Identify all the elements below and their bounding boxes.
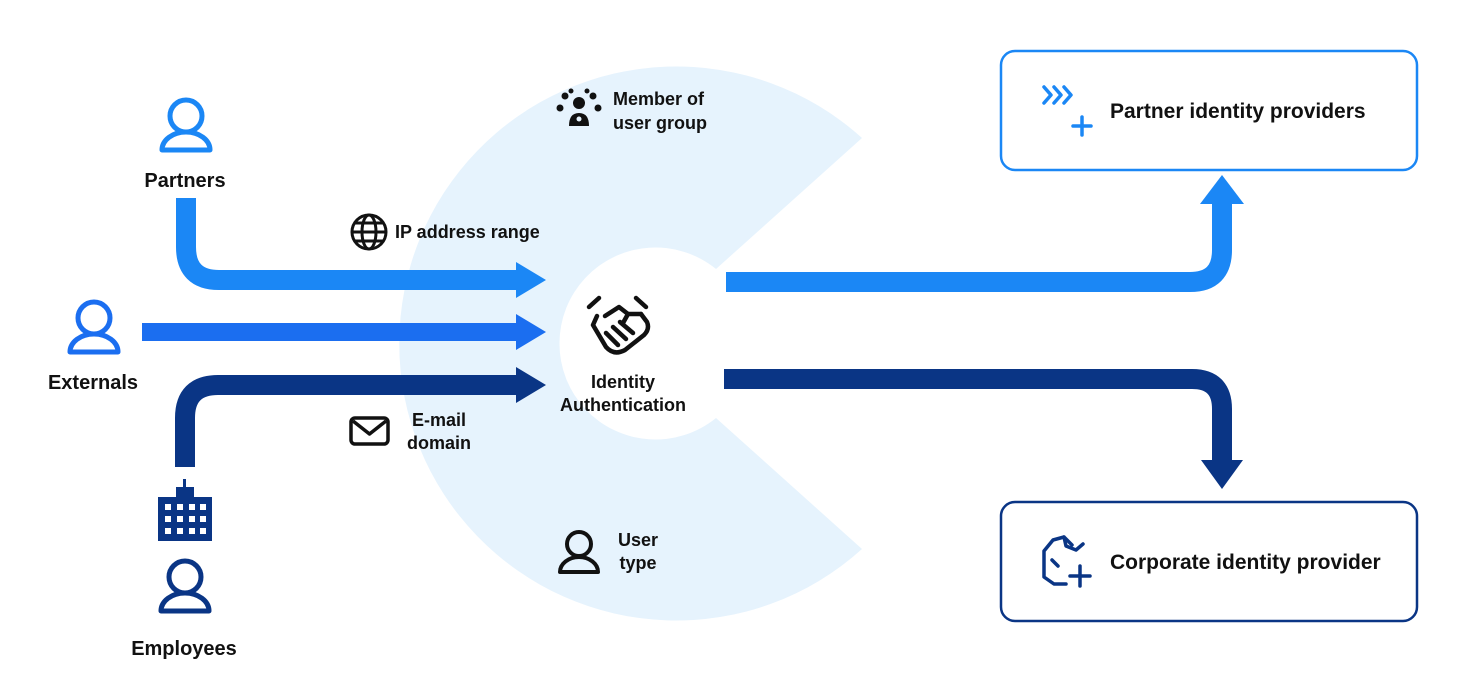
partner-idp-label: Partner identity providers xyxy=(1110,100,1366,123)
partner-idp-flow-arrow xyxy=(726,175,1244,292)
center-label-line2: Authentication xyxy=(560,395,686,415)
globe-icon xyxy=(350,213,388,251)
externals-label: Externals xyxy=(48,372,138,394)
center-label-line1: Identity xyxy=(591,372,655,392)
externals-person-icon xyxy=(67,299,121,355)
partners-person-icon xyxy=(159,97,213,153)
envelope-icon xyxy=(349,416,390,446)
member-group-label-line2: user group xyxy=(613,113,707,133)
user-type-person-icon xyxy=(558,530,600,574)
corporate-idp-flow-arrow xyxy=(724,369,1243,489)
cube-plus-icon xyxy=(1042,535,1092,588)
email-domain-label-line1: E-mail xyxy=(412,410,466,430)
partners-label: Partners xyxy=(144,170,225,192)
partner-idp-box: Partner identity providers xyxy=(999,49,1419,172)
employees-label: Employees xyxy=(131,638,237,660)
employees-building-icon xyxy=(158,479,212,541)
employees-flow-arrow xyxy=(175,367,546,467)
partners-flow-arrow xyxy=(176,198,546,298)
ip-range-label: IP address range xyxy=(395,222,540,242)
user-type-label-line1: User xyxy=(618,530,658,550)
handshake-icon xyxy=(586,295,651,355)
user-type-label-line2: type xyxy=(619,553,656,573)
email-domain-label-line2: domain xyxy=(407,433,471,453)
forward-plus-icon xyxy=(1042,85,1093,137)
background-c-shape xyxy=(399,66,862,621)
externals-flow-arrow xyxy=(142,314,546,350)
employees-person-icon xyxy=(158,558,212,614)
corporate-idp-box: Corporate identity provider xyxy=(999,500,1419,623)
corporate-idp-label: Corporate identity provider xyxy=(1110,551,1381,574)
user-group-icon xyxy=(556,88,602,126)
member-group-label-line1: Member of xyxy=(613,89,705,109)
